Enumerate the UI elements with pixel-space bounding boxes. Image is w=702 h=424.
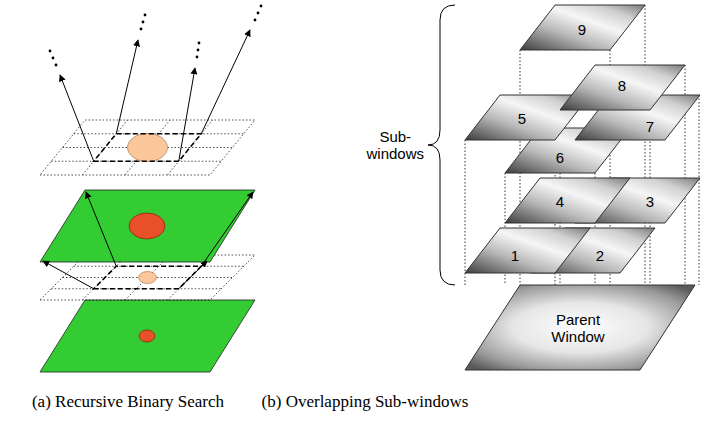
brace-label: Sub-windows — [366, 128, 424, 163]
window-outline — [575, 95, 700, 140]
figure-caption: (a) Recursive Binary Search — [32, 392, 224, 412]
window-number: 9 — [578, 21, 586, 38]
target-estimate — [139, 272, 157, 284]
red-target — [139, 330, 155, 342]
refine-arrow — [43, 192, 253, 289]
sub-window: 8 — [560, 65, 685, 110]
sub-window: 4 — [505, 178, 630, 223]
sub-window: 9 — [520, 5, 645, 50]
search-window — [94, 134, 202, 162]
figure-caption: (b) Overlapping Sub-windows — [262, 392, 469, 412]
window-outline — [530, 228, 655, 273]
refine-arrow — [60, 30, 250, 161]
brace — [428, 5, 455, 285]
window-number: 5 — [518, 110, 526, 127]
search-window — [94, 266, 202, 289]
window-outline — [520, 5, 645, 50]
window-label: Parent Window — [551, 311, 604, 346]
window-number: 4 — [556, 193, 564, 210]
window-outline — [505, 128, 630, 173]
continuation-dots — [49, 5, 263, 67]
window-number: 1 — [511, 247, 519, 264]
window-number: 3 — [646, 193, 654, 210]
parent-window: Parent Window — [465, 285, 695, 370]
green-plane — [40, 190, 255, 262]
window-outline — [465, 285, 695, 370]
green-plane — [40, 300, 255, 372]
window-number: 6 — [556, 149, 564, 166]
drop-line — [465, 5, 699, 285]
target-estimate — [128, 134, 168, 162]
window-shape — [505, 178, 630, 223]
red-target — [129, 213, 165, 239]
window-shape — [465, 228, 590, 273]
window-number: 2 — [596, 247, 604, 264]
dotted-grid — [40, 120, 255, 175]
window-number: 7 — [646, 118, 654, 135]
window-number: 8 — [618, 77, 626, 94]
sub-window: 1 — [465, 228, 590, 273]
window-outline — [575, 178, 700, 223]
